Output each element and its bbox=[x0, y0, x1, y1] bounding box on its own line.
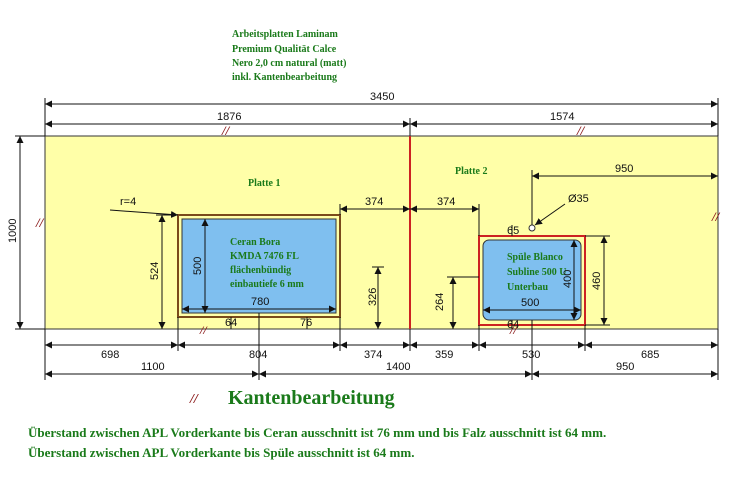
dim-374a: 374 bbox=[365, 196, 383, 208]
dim-264: 264 bbox=[434, 293, 446, 311]
dim-part2: 1574 bbox=[550, 111, 574, 123]
dim-1100: 1100 bbox=[141, 361, 165, 373]
dim-374b: 374 bbox=[437, 196, 455, 208]
dim-326: 326 bbox=[367, 288, 379, 306]
dim-698: 698 bbox=[101, 349, 119, 361]
spec-line-2: Premium Qualität Calce bbox=[232, 44, 337, 55]
dim-hole: Ø35 bbox=[568, 193, 589, 205]
spec-line-1: Arbeitsplatten Laminam bbox=[232, 29, 339, 40]
dim-cooktop-depth: 500 bbox=[192, 257, 204, 275]
dim-sink-right: 950 bbox=[615, 163, 633, 175]
dim-64a: 64 bbox=[225, 317, 237, 329]
dim-1400: 1400 bbox=[386, 361, 410, 373]
sink-line-2: Subline 500 U bbox=[507, 267, 566, 278]
tap-hole bbox=[528, 224, 536, 232]
edge-marker-left: // bbox=[35, 215, 45, 230]
dim-cooktop-width: 780 bbox=[251, 296, 269, 308]
dim-64b: 64 bbox=[507, 319, 519, 331]
edge-marker-top2: // bbox=[576, 123, 586, 138]
sink-line-3: Unterbau bbox=[507, 282, 549, 293]
hole-leader bbox=[534, 203, 566, 226]
dim-359: 359 bbox=[435, 349, 453, 361]
dim-radius: r=4 bbox=[120, 196, 136, 208]
dim-460: 460 bbox=[591, 272, 603, 290]
dim-804: 804 bbox=[249, 349, 267, 361]
dim-76: 76 bbox=[300, 317, 312, 329]
spec-line-3: Nero 2,0 cm natural (matt) bbox=[232, 58, 347, 69]
edge-marker-right: // bbox=[711, 209, 721, 224]
dim-part1: 1876 bbox=[217, 111, 241, 123]
note-ceran: Überstand zwischen APL Vorderkante bis C… bbox=[28, 425, 607, 440]
edge-marker-top1: // bbox=[221, 123, 231, 138]
platte1-label: Platte 1 bbox=[248, 178, 281, 189]
radius-leader bbox=[109, 209, 179, 218]
dim-524: 524 bbox=[149, 262, 161, 280]
cooktop-line-4: einbautiefe 6 mm bbox=[230, 279, 305, 290]
platte2-label: Platte 2 bbox=[455, 166, 488, 177]
edge-marker-bottom1: // bbox=[199, 323, 208, 337]
note-sink: Überstand zwischen APL Vorderkante bis S… bbox=[28, 445, 415, 460]
dim-sink-width: 500 bbox=[521, 297, 539, 309]
dim-530: 530 bbox=[522, 349, 540, 361]
legend-heading: Kantenbearbeitung bbox=[228, 387, 395, 409]
edge-legend-marker: // bbox=[190, 392, 198, 407]
dim-sink-depth: 400 bbox=[562, 270, 574, 288]
sink-line-1: Spüle Blanco bbox=[507, 252, 563, 263]
cooktop-line-3: flächenbündig bbox=[230, 265, 291, 276]
edge-marker-bottom2: // bbox=[509, 323, 518, 337]
spec-line-4: inkl. Kantenbearbeitung bbox=[232, 72, 337, 83]
dim-depth: 1000 bbox=[7, 219, 19, 243]
cooktop-line-2: KMDA 7476 FL bbox=[230, 251, 299, 262]
dim-374c: 374 bbox=[364, 349, 382, 361]
cooktop-line-1: Ceran Bora bbox=[230, 237, 280, 248]
dim-total: 3450 bbox=[370, 91, 394, 103]
dim-685: 685 bbox=[641, 349, 659, 361]
dim-65: 65 bbox=[507, 225, 519, 237]
dim-950b: 950 bbox=[616, 361, 634, 373]
